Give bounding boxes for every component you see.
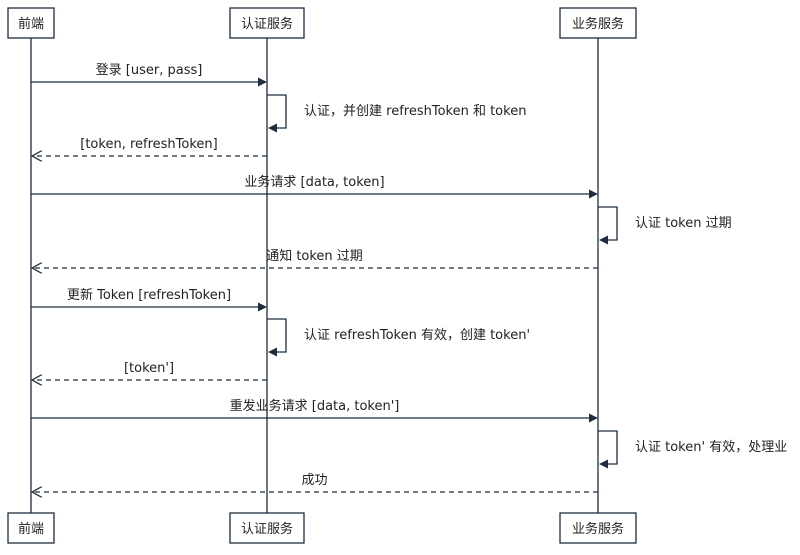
participant-label: 认证服务 [241,521,293,537]
self-message-arrow [267,318,287,357]
participant-box [559,7,637,39]
message-10: 重发业务请求 [data, token'] [31,398,598,423]
message-12: 成功 [32,473,598,492]
message-7: 更新 Token [refreshToken] [31,287,267,312]
message-3: [token, refreshToken] [32,137,267,156]
message-label: 认证 refreshToken 有效，创建 token' [304,328,530,343]
message-label: 通知 token 过期 [266,248,363,264]
participant-label: 认证服务 [241,16,293,32]
message-label: [token'] [124,361,174,376]
self-message-arrow [598,430,618,469]
participant-label: 业务服务 [572,521,624,537]
participant-auth-bottom: 认证服务 [229,512,305,544]
message-2: 认证，并创建 refreshToken 和 token [267,94,526,133]
participant-biz-bottom: 业务服务 [559,512,637,544]
message-6: 通知 token 过期 [32,248,598,268]
message-label: 成功 [301,473,327,488]
participant-box [559,512,637,544]
self-message-arrow [267,94,287,133]
message-9: [token'] [32,361,267,380]
message-label: 认证 token 过期 [635,216,732,231]
participant-box [229,7,305,39]
message-label: [token, refreshToken] [80,137,217,152]
participant-biz-top: 业务服务 [559,7,637,39]
participant-label: 前端 [18,521,44,537]
message-label: 认证 token' 有效，处理业 [635,440,787,455]
message-label: 业务请求 [data, token] [244,174,384,190]
participant-box [7,7,55,39]
participant-box [7,512,55,544]
participant-frontend-top: 前端 [7,7,55,39]
message-label: 认证，并创建 refreshToken 和 token [304,104,526,119]
participant-auth-top: 认证服务 [229,7,305,39]
message-label: 重发业务请求 [data, token'] [230,398,400,414]
message-5: 认证 token 过期 [598,206,732,245]
message-1: 登录 [user, pass] [31,63,267,87]
self-message-arrow [598,206,618,245]
message-8: 认证 refreshToken 有效，创建 token' [267,318,530,357]
message-11: 认证 token' 有效，处理业 [598,430,787,469]
message-label: 更新 Token [refreshToken] [67,287,231,303]
message-label: 登录 [user, pass] [96,63,203,78]
participant-frontend-bottom: 前端 [7,512,55,544]
participant-box [229,512,305,544]
participant-label: 前端 [18,16,44,32]
message-4: 业务请求 [data, token] [31,174,598,199]
participant-label: 业务服务 [572,16,624,32]
